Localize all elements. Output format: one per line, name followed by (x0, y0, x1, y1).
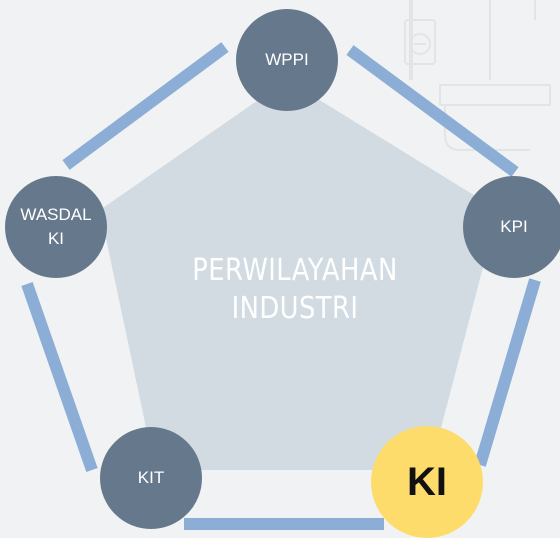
connector-bars (21, 42, 541, 530)
node-kit-label: KIT (137, 468, 165, 487)
center-pentagon (100, 80, 498, 470)
connector-bar-kpi-ki (474, 278, 541, 467)
node-wppi: WPPI (236, 9, 338, 111)
center-title: PERWILAYAHAN INDUSTRI (153, 252, 437, 328)
node-kit: KIT (100, 427, 202, 529)
center-title-line1: PERWILAYAHAN (192, 253, 398, 288)
center-title-line2: INDUSTRI (231, 291, 359, 326)
node-wasdal-ki-label: WASDAL KI (20, 205, 92, 248)
node-ki: KI (371, 426, 483, 538)
node-ki-label: KI (407, 460, 447, 504)
watermark-icon (404, 0, 551, 151)
node-kpi: KPI (463, 176, 560, 278)
connector-bar-wppi-kpi (346, 45, 519, 177)
node-wasdal-ki: WASDAL KI (5, 176, 107, 278)
connector-bar-wasdal-wppi (62, 42, 229, 170)
node-wppi-label: WPPI (265, 50, 309, 69)
connector-bar-kit-wasdal (21, 282, 98, 472)
node-kpi-label: KPI (500, 217, 528, 236)
